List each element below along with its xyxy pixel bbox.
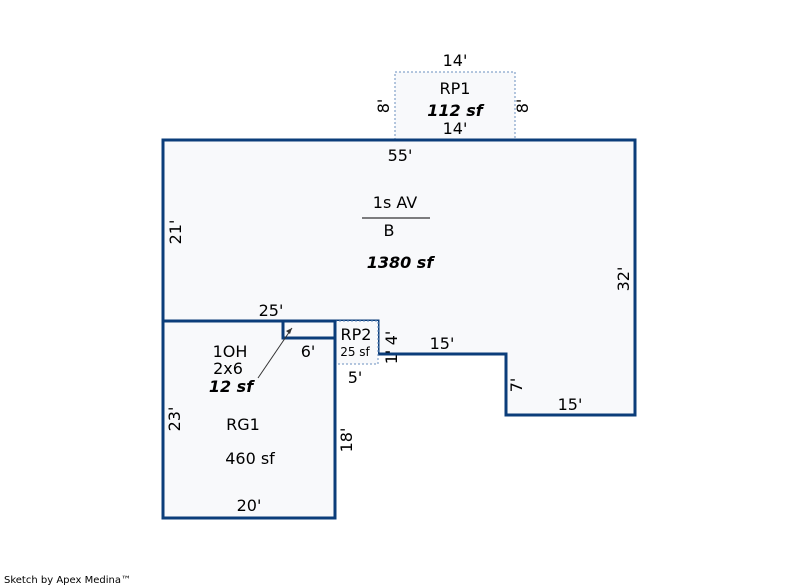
rg1-right-dim: 18' (337, 428, 356, 453)
main-label: 1s AV (373, 193, 418, 212)
rp1-left-dim: 8' (374, 99, 393, 114)
rp2-dim: 5' (348, 368, 363, 387)
rg1-name: RG1 (226, 415, 260, 434)
rp1-outline (394, 71, 516, 141)
rp2-name: RP2 (341, 325, 372, 344)
step-25-dim: 25' (259, 301, 284, 320)
main-top-dim: 55' (388, 146, 413, 165)
oh-outline (281, 321, 335, 340)
rg1-area: 460 sf (225, 449, 275, 468)
rg1-bottom-dim: 20' (237, 496, 262, 515)
oh-name: 1OH (213, 342, 248, 361)
oh-leader-line (257, 327, 293, 379)
step-4-dim: 4' (382, 331, 401, 346)
rp1-bottom-dim: 14' (443, 119, 468, 138)
step-1-dim: 1' (382, 350, 401, 365)
step-7-dim: 7' (507, 378, 526, 393)
sketch-credit: Sketch by Apex Medina™ (4, 575, 131, 586)
step-15b-dim: 15' (558, 395, 583, 414)
oh-area: 12 sf (209, 377, 255, 396)
oh-leader-arrow (286, 328, 292, 334)
rp2-outline (334, 320, 379, 365)
rp1-name: RP1 (440, 79, 471, 98)
rp1-right-dim: 8' (513, 99, 532, 114)
oh-size: 2x6 (213, 359, 243, 378)
rp1-top-dim: 14' (443, 51, 468, 70)
rp1-area: 112 sf (427, 101, 484, 120)
oh-dim: 6' (301, 342, 316, 361)
rg1-outline (161, 319, 337, 520)
rp2-area: 25 sf (340, 345, 370, 359)
step-15a-dim: 15' (430, 334, 455, 353)
main-left-dim: 21' (166, 220, 185, 245)
main-area: 1380 sf (367, 253, 436, 272)
main-right-dim: 32' (614, 267, 633, 292)
main-sub-label: B (384, 221, 395, 240)
rg1-left-dim: 23' (165, 407, 184, 432)
